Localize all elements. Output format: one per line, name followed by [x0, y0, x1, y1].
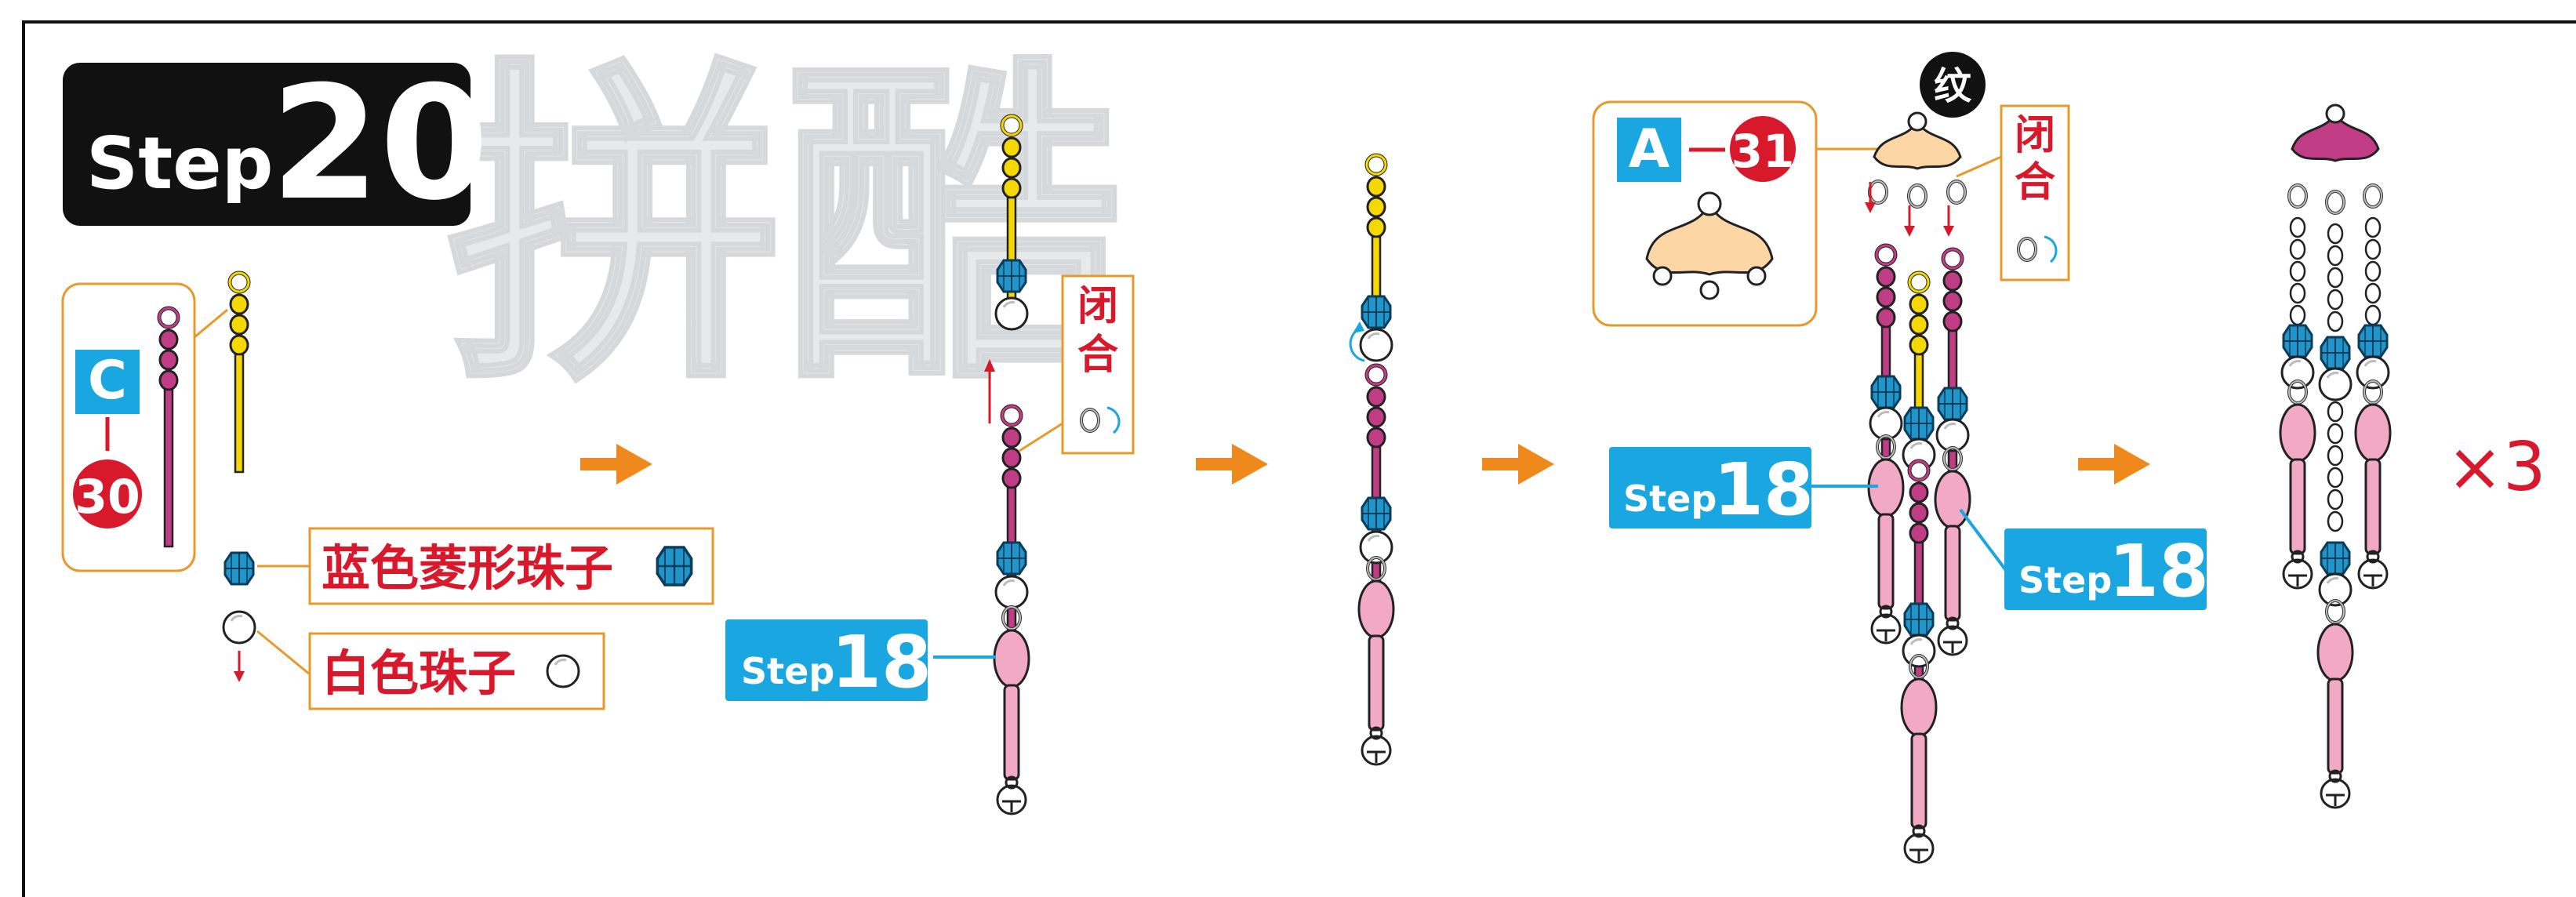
- assembly-panel-4: [1863, 111, 1970, 862]
- step-ref-1-number: 18: [831, 620, 932, 704]
- quantity-multiplier: ×3: [2447, 428, 2546, 507]
- pattern-badge: 纹: [1920, 52, 1986, 118]
- next-arrow-2-icon: [1196, 444, 1268, 485]
- step-ref-3-number: 18: [2109, 529, 2209, 613]
- close-label-2-text-top: 闭: [2015, 112, 2055, 159]
- part-number-30-badge: [73, 459, 142, 528]
- part-number-31: 31: [1731, 125, 1795, 178]
- close-label-2: 闭 合: [2000, 104, 2070, 281]
- blue-diamond-bead: [223, 551, 255, 586]
- assembly-panel-2: [984, 116, 1029, 814]
- part-c-box: [75, 350, 140, 414]
- thread-arrow-down-icon: [232, 649, 246, 684]
- part-c-letter: C: [88, 350, 127, 412]
- step-ref-1: Step 18: [725, 619, 932, 704]
- blue-bead-label: 蓝色菱形珠子: [308, 527, 714, 605]
- step-ref-3: Step 18: [2004, 528, 2209, 613]
- watermark-text: 拼酷: [447, 33, 1121, 425]
- part-a-letter: A: [1629, 118, 1670, 180]
- finished-piece: [2280, 104, 2390, 808]
- yellow-pin: [230, 273, 249, 472]
- white-bead: [222, 610, 256, 645]
- pattern-badge-text: 纹: [1934, 64, 1972, 108]
- parts-panel-a: A 31: [1592, 100, 1818, 327]
- step-ref-2-prefix: Step: [1623, 478, 1717, 520]
- parts-panel-c: C 30: [61, 282, 196, 572]
- close-label-1-text-top: 闭: [1077, 283, 1118, 330]
- step-badge-number: 20: [271, 53, 489, 235]
- part-number-30: 30: [74, 470, 140, 525]
- close-label-1: 闭 合: [1061, 274, 1135, 455]
- next-arrow-4-icon: [2078, 444, 2150, 485]
- close-label-1-text-bottom: 合: [1077, 332, 1118, 379]
- part-number-31-badge: [1730, 116, 1796, 182]
- step-ref-2-number: 18: [1713, 448, 1814, 532]
- step-ref-1-prefix: Step: [741, 650, 834, 692]
- step-ref-2: Step 18: [1609, 447, 1814, 532]
- step-badge: Step 20: [63, 53, 489, 235]
- next-arrow-1-icon: [580, 444, 652, 485]
- close-label-2-text-bottom: 合: [2015, 159, 2055, 206]
- white-bead-label-text: 白色珠子: [322, 645, 516, 702]
- assembly-panel-3: [1349, 155, 1393, 764]
- step-ref-3-prefix: Step: [2018, 559, 2112, 601]
- step-badge-prefix: Step: [86, 122, 274, 205]
- connector-piece: [1645, 191, 1774, 300]
- white-bead-label: 白色珠子: [308, 632, 605, 710]
- frame-border: [22, 20, 2576, 897]
- blue-bead-label-text: 蓝色菱形珠子: [322, 539, 613, 597]
- next-arrow-3-icon: [1482, 444, 1554, 485]
